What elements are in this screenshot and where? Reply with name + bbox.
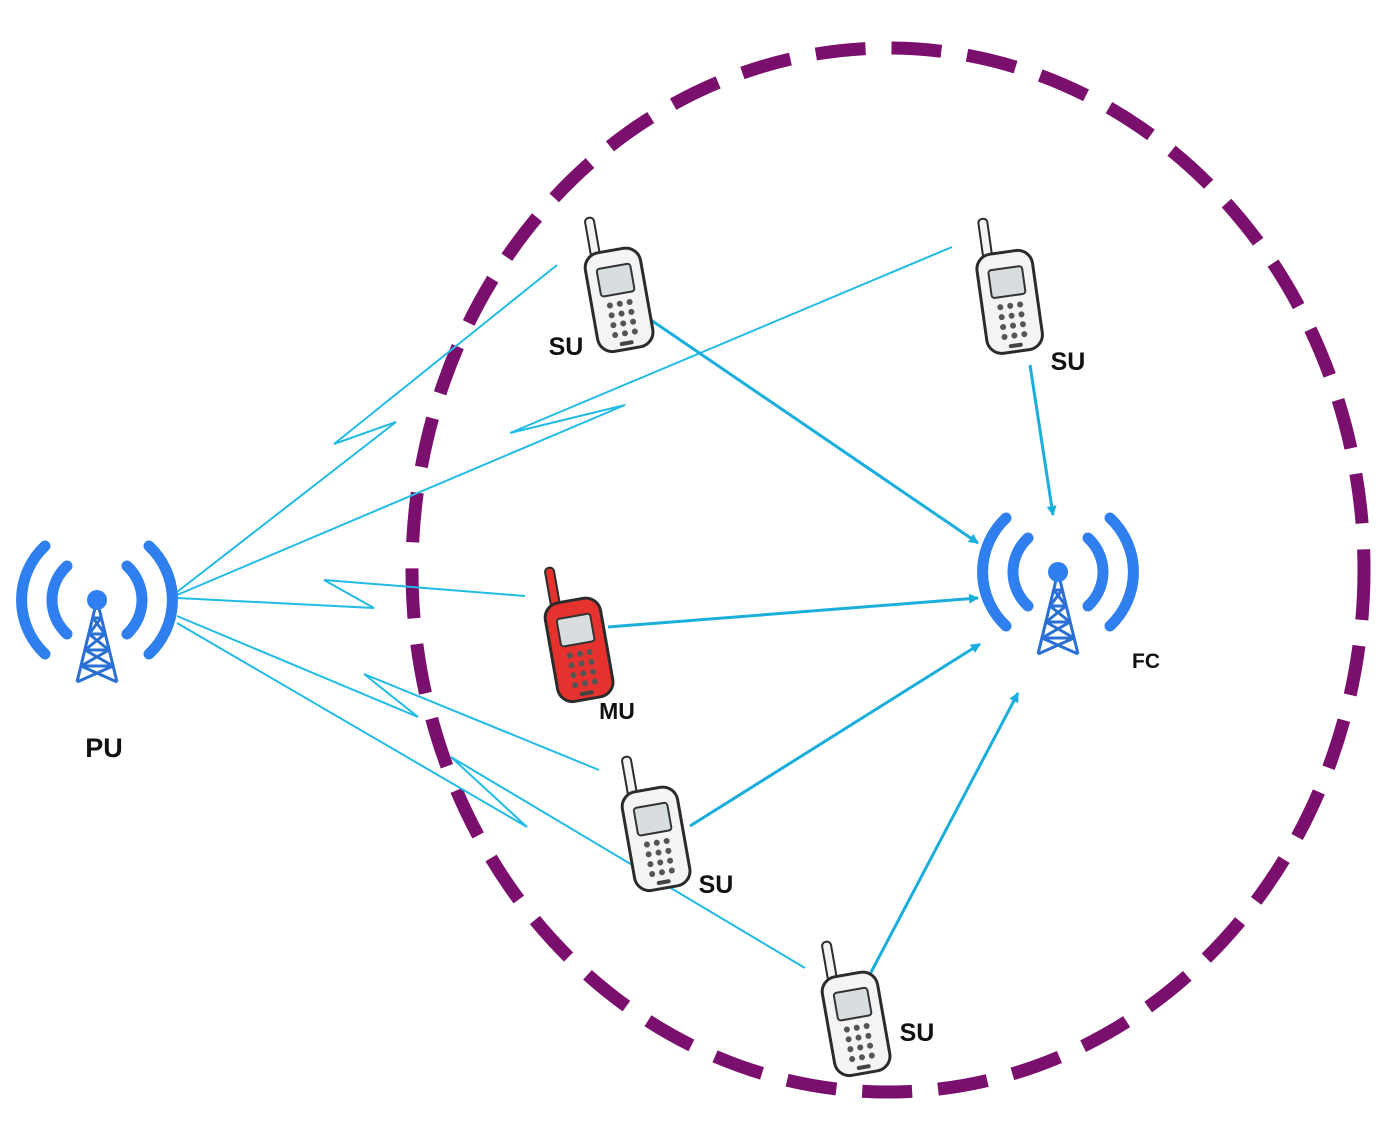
su-label: SU	[549, 333, 584, 361]
fc-label: FC	[1132, 650, 1160, 673]
su-node: SU	[812, 932, 935, 1080]
report-arrow-su-4	[866, 692, 1020, 979]
coverage-boundary	[405, 41, 1371, 1099]
fc-node: FC	[983, 518, 1160, 673]
su-label: SU	[1051, 348, 1086, 376]
su-node: SU	[549, 208, 657, 361]
report-arrow-su-1	[647, 316, 979, 545]
sensing-link-su-1	[176, 264, 558, 593]
report-arrow-su-3	[689, 642, 981, 828]
su-label: SU	[900, 1019, 935, 1047]
report-links	[607, 316, 1057, 979]
pu-node: PU	[22, 546, 173, 763]
mobile-phone-icon	[535, 558, 617, 706]
sensing-link-su-3	[176, 615, 600, 771]
radio-tower-icon	[983, 518, 1134, 654]
mu-label: MU	[599, 698, 635, 724]
mobile-phone-icon	[575, 208, 657, 356]
radio-tower-icon	[22, 546, 173, 682]
su-node: SU	[612, 747, 734, 899]
mobile-phone-icon	[612, 747, 694, 895]
sensing-link-su-2	[176, 246, 953, 596]
mu-node: MU	[535, 558, 635, 724]
report-arrow-su-2	[1028, 364, 1057, 516]
su-node: SU	[968, 211, 1086, 376]
sensing-link-su-4	[176, 622, 806, 969]
report-arrow-mu	[607, 593, 979, 629]
mobile-phone-icon	[968, 211, 1046, 357]
sensing-links	[176, 246, 953, 969]
pu-label: PU	[85, 733, 123, 763]
sensing-link-mu	[176, 579, 526, 609]
su-label: SU	[699, 871, 734, 899]
